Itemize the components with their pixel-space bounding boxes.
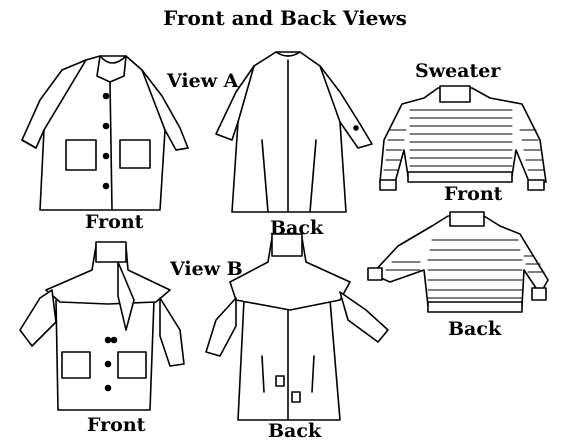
view-b-front-label: Front <box>87 414 146 436</box>
view-b-front-coat <box>19 241 185 411</box>
view-b-back-label: Back <box>268 420 322 442</box>
sweater-label: Sweater <box>415 60 501 82</box>
view-b-label: View B <box>170 258 243 280</box>
view-a-back-coat <box>215 51 373 213</box>
view-b-back-coat <box>205 233 389 421</box>
view-a-label: View A <box>167 70 239 92</box>
view-a-front-label: Front <box>85 211 144 233</box>
page-title: Front and Back Views <box>163 6 407 30</box>
sweater-back <box>367 211 549 313</box>
view-a-front-coat <box>21 55 189 211</box>
sweater-front <box>379 85 547 191</box>
sweater-front-label: Front <box>444 183 503 205</box>
sweater-back-label: Back <box>448 318 502 340</box>
view-a-back-label: Back <box>270 217 324 239</box>
